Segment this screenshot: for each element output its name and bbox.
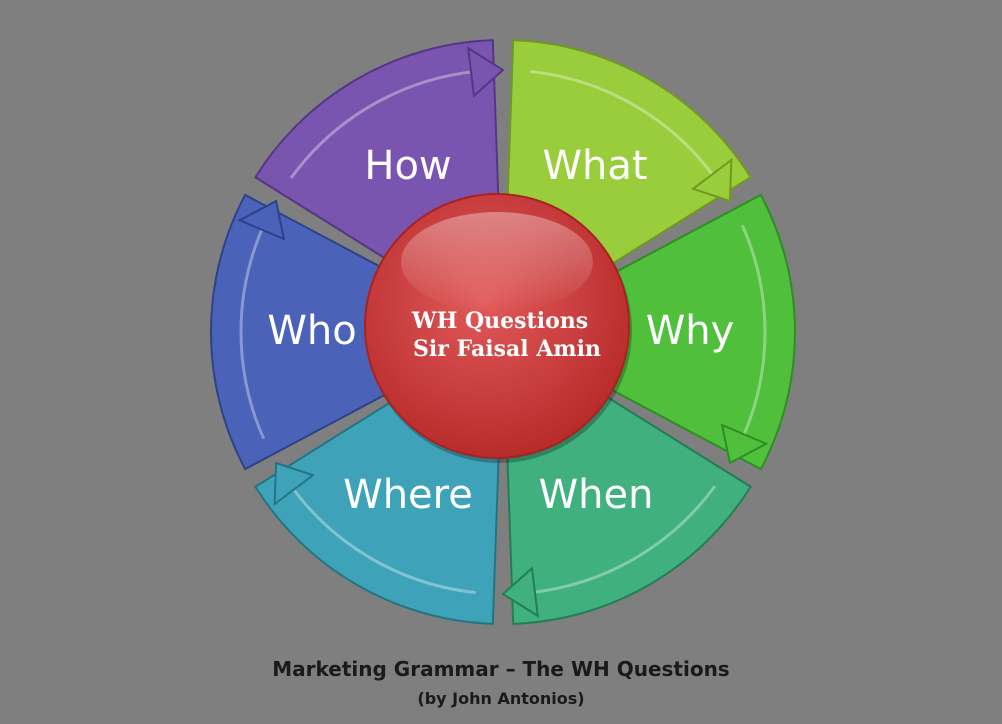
segment-where-arrow-head <box>273 461 316 507</box>
segment-who-arrow-arc <box>239 224 266 440</box>
segment-when-arrow-arc <box>530 485 717 595</box>
segment-when-arrow-head <box>501 566 540 618</box>
segment-who-arrow-head <box>237 199 286 241</box>
segment-where-label: Where <box>343 472 473 518</box>
segment-when: When <box>501 393 753 625</box>
segment-how-arrow-arc <box>289 69 476 179</box>
segment-why-arrow-head <box>720 423 769 465</box>
segment-why-label: Why <box>646 308 735 354</box>
segment-when-label: When <box>539 472 654 518</box>
segment-where-arrow-arc <box>289 485 476 595</box>
segment-why-arrow-arc <box>740 224 767 440</box>
caption-title: Marketing Grammar – The WH Questions <box>272 657 730 681</box>
segment-how-label: How <box>364 143 451 189</box>
center-subtitle: Sir Faisal Amin <box>413 336 601 362</box>
segment-who: Who <box>210 193 401 471</box>
center-title: WH Questions <box>411 308 588 334</box>
center-hub: WH Questions Sir Faisal Amin <box>364 193 632 463</box>
segment-how-arrow-head <box>466 46 505 98</box>
segment-what-label: What <box>542 143 647 189</box>
segment-who-label: Who <box>267 308 356 354</box>
segment-what-arrow-head <box>690 157 733 203</box>
segment-where: Where <box>253 393 500 625</box>
caption-author: (by John Antonios) <box>417 689 585 708</box>
segment-what-arrow-arc <box>530 69 717 179</box>
